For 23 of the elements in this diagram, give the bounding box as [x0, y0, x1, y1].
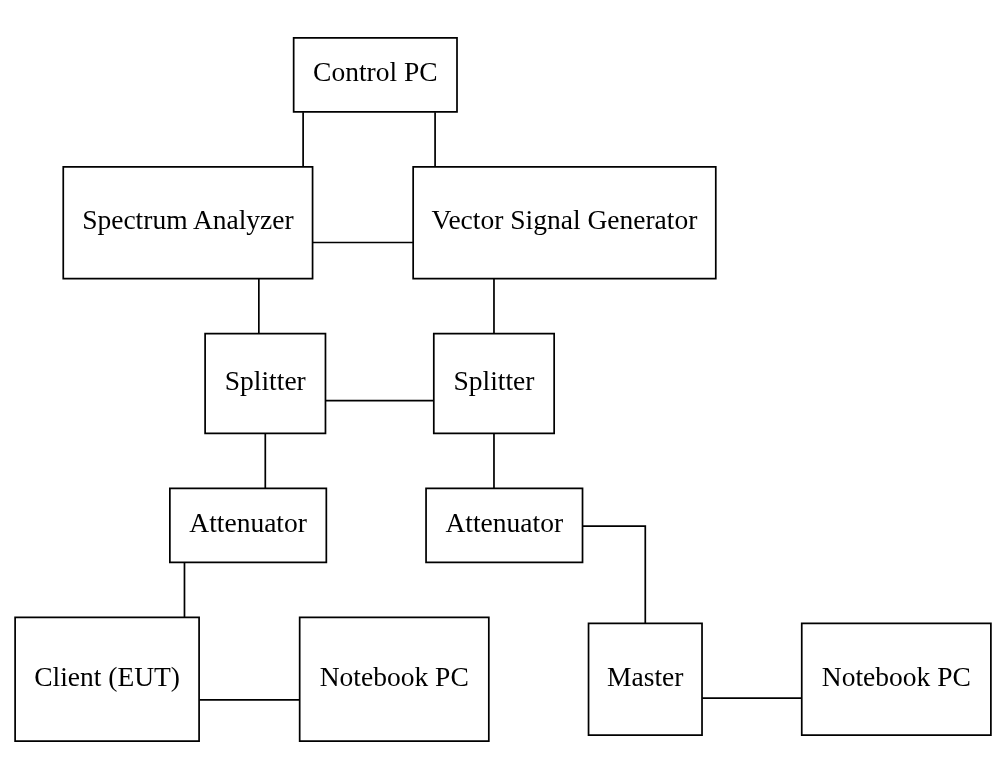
- node-box: Splitter: [432, 332, 555, 434]
- connector: [434, 110, 436, 167]
- connector: [325, 399, 434, 402]
- node-box: Spectrum Analyzer: [62, 165, 314, 279]
- connector: [183, 561, 186, 618]
- connector: [582, 524, 647, 624]
- connector: [264, 432, 267, 489]
- connector: [302, 110, 304, 167]
- connector: [198, 698, 301, 701]
- node-box: Attenuator: [169, 487, 328, 563]
- connector: [493, 432, 495, 489]
- node-box: Splitter: [204, 332, 327, 434]
- node-box: Master: [587, 622, 703, 736]
- connector: [257, 277, 260, 334]
- connector: [493, 277, 495, 334]
- connector: [701, 696, 803, 699]
- node-box: Control PC: [292, 36, 458, 113]
- node-box: Attenuator: [425, 487, 584, 563]
- node-box: Notebook PC: [800, 622, 992, 736]
- connector: [311, 241, 414, 243]
- node-box: Client (EUT): [14, 615, 200, 742]
- node-box: Vector Signal Generator: [412, 165, 717, 279]
- node-box: Notebook PC: [298, 615, 490, 742]
